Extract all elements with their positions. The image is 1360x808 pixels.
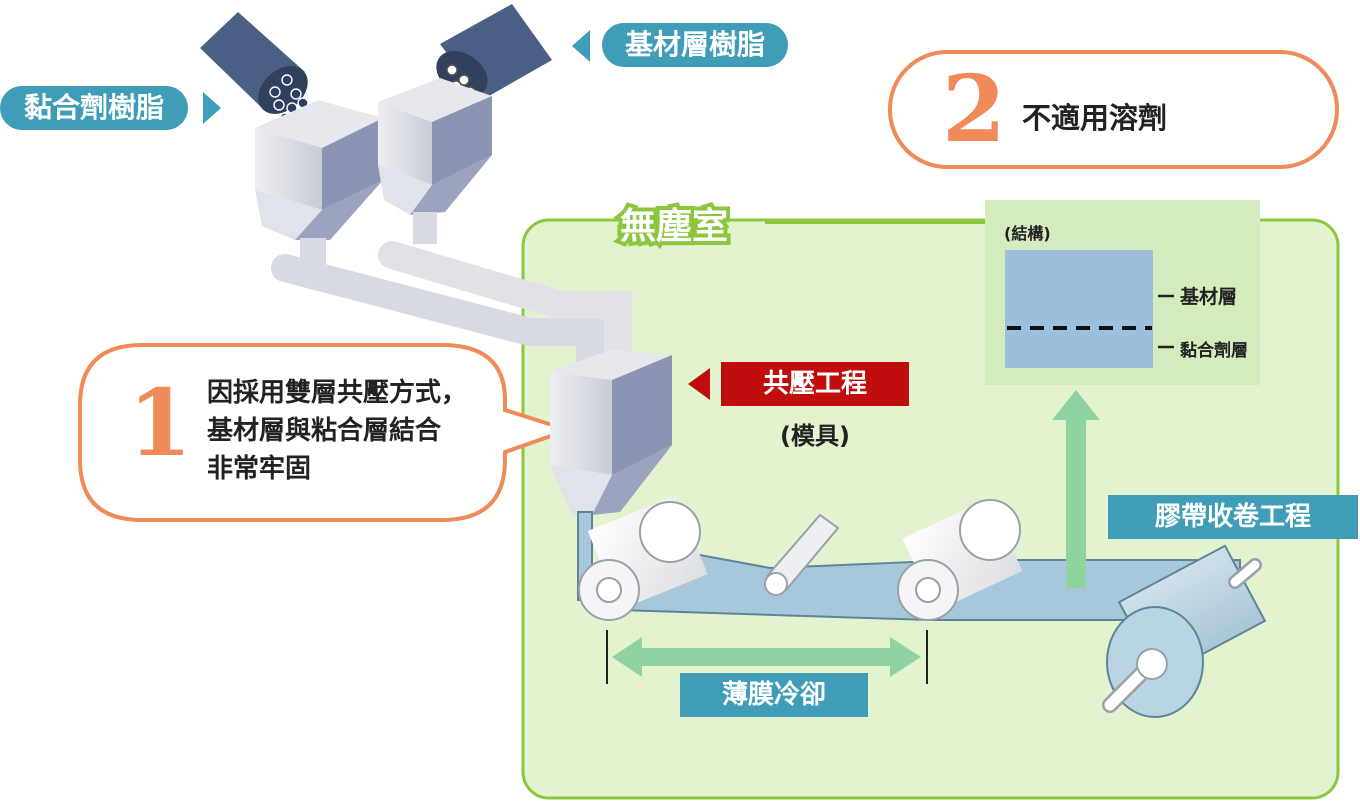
callout-1-line-2: 基材層與粘合層結合 <box>207 416 442 446</box>
coextrusion-die <box>550 350 672 515</box>
film-cooling-label: 薄膜冷卻 <box>680 673 868 717</box>
adhesive-resin-label: 黏合劑樹脂 <box>0 86 188 130</box>
structure-title: (結構) <box>1004 224 1051 243</box>
idler-roll <box>764 513 840 596</box>
callout-2-number: 2 <box>942 55 1007 163</box>
adhesive-layer-label: 黏合劑層 <box>1180 341 1248 361</box>
winding-roll <box>1102 544 1267 718</box>
base-resin-label: 基材層樹脂 <box>602 23 788 67</box>
adhesive-pointer <box>203 92 221 124</box>
base-layer-label: 基材層 <box>1180 286 1238 308</box>
callout-1-box <box>78 343 575 522</box>
hopper-right <box>378 78 492 244</box>
callout-1-line-1: 因採用雙層共壓方式， <box>207 378 468 408</box>
callout-2-text: 不適用溶劑 <box>1022 101 1168 135</box>
adhesive-bucket <box>200 12 308 114</box>
callout-2-box <box>888 50 1339 169</box>
tape-winding-label: 膠帶收卷工程 <box>1108 495 1358 539</box>
coextrusion-label: 共壓工程 <box>721 362 909 406</box>
chill-roll-2 <box>897 498 1023 621</box>
structure-arrow <box>1052 390 1100 588</box>
callout-1-number: 1 <box>128 369 193 477</box>
structure-layers <box>1005 250 1153 368</box>
callout-1-line-3: 非常牢固 <box>207 454 312 484</box>
coextrusion-pointer <box>688 368 710 400</box>
chill-roll-1 <box>578 495 708 621</box>
hopper-left <box>255 100 383 268</box>
pipes <box>271 241 632 382</box>
cooling-span-arrow <box>606 630 928 684</box>
die-label: (模具) <box>780 422 850 450</box>
base-pointer <box>572 30 590 62</box>
cleanroom-label: 無塵室 <box>616 202 732 251</box>
